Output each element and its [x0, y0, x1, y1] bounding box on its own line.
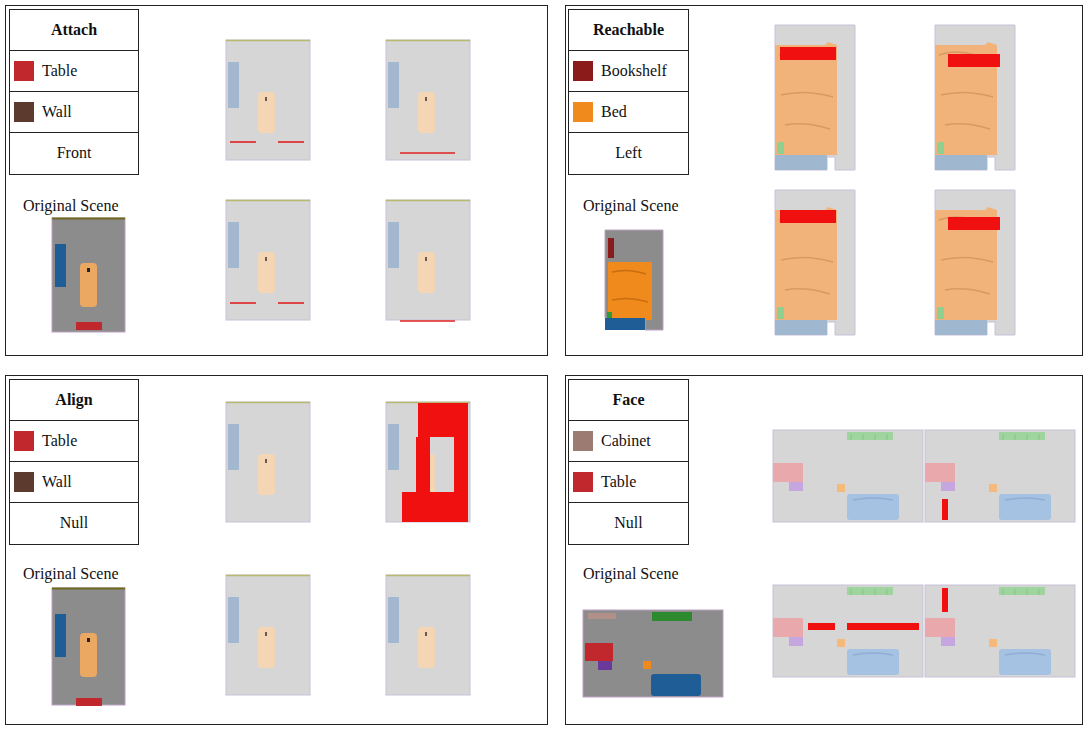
legend-swatch: [14, 61, 34, 81]
legend-text: Cabinet: [601, 431, 651, 451]
scene-label: Original Scene: [23, 564, 119, 584]
table-row: Bookshelf: [569, 51, 688, 92]
table-row: Align: [10, 380, 138, 421]
table-row: Null: [569, 503, 688, 544]
relation-direction: Front: [10, 143, 138, 163]
legend-text: Bed: [601, 102, 627, 122]
relation-direction: Left: [569, 143, 688, 163]
legend-text: Table: [601, 472, 636, 492]
legend-table: ReachableBookshelfBedLeft: [568, 9, 689, 175]
scene-label: Original Scene: [583, 564, 679, 584]
panel-box: AttachTableWallFrontOriginal Scene: [5, 5, 548, 356]
legend-swatch: [573, 431, 593, 451]
relation-direction: Null: [569, 513, 688, 533]
scene-label: Original Scene: [583, 196, 679, 216]
legend-table: AttachTableWallFront: [9, 9, 139, 175]
table-row: Table: [10, 51, 138, 92]
table-row: Reachable: [569, 10, 688, 51]
scene-label: Original Scene: [23, 196, 119, 216]
legend-swatch: [573, 102, 593, 122]
panel-title: Align: [10, 390, 138, 410]
legend-swatch: [14, 431, 34, 451]
legend-swatch: [573, 61, 593, 81]
table-row: Bed: [569, 92, 688, 133]
table-row: Attach: [10, 10, 138, 51]
panel-box: ReachableBookshelfBedLeftOriginal Scene: [565, 5, 1083, 356]
legend-swatch: [14, 102, 34, 122]
legend-swatch: [573, 472, 593, 492]
table-row: Face: [569, 380, 688, 421]
panel-title: Reachable: [569, 20, 688, 40]
panel-box: AlignTableWallNullOriginal Scene: [5, 375, 548, 725]
table-row: Left: [569, 133, 688, 174]
legend-text: Table: [42, 431, 77, 451]
panel-title: Face: [569, 390, 688, 410]
panel-title: Attach: [10, 20, 138, 40]
table-row: Wall: [10, 92, 138, 133]
relation-direction: Null: [10, 513, 138, 533]
table-row: Table: [10, 421, 138, 462]
table-row: Table: [569, 462, 688, 503]
legend-table: AlignTableWallNull: [9, 379, 139, 545]
table-row: Null: [10, 503, 138, 544]
panel-box: FaceCabinetTableNullOriginal Scene: [565, 375, 1083, 725]
table-row: Cabinet: [569, 421, 688, 462]
legend-swatch: [14, 472, 34, 492]
legend-text: Wall: [42, 102, 72, 122]
table-row: Wall: [10, 462, 138, 503]
legend-text: Wall: [42, 472, 72, 492]
legend-text: Table: [42, 61, 77, 81]
legend-table: FaceCabinetTableNull: [568, 379, 689, 545]
table-row: Front: [10, 133, 138, 174]
legend-text: Bookshelf: [601, 61, 667, 81]
